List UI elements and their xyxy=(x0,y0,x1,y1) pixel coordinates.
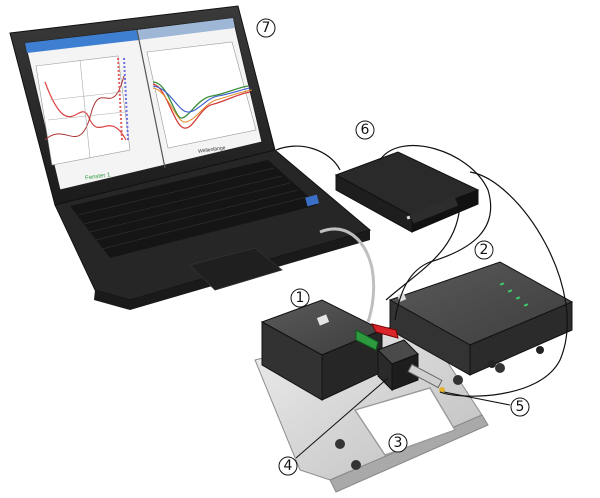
right-window-titlebar xyxy=(137,18,235,40)
callout-7-label: 7 xyxy=(262,20,271,36)
cables xyxy=(275,145,568,397)
fiber-connector xyxy=(407,363,445,393)
left-plot: Fenster 1 xyxy=(35,55,131,182)
cable-box-to-spectrometer xyxy=(439,171,568,397)
callout-4-label: 4 xyxy=(284,458,293,474)
keyboard-keys xyxy=(77,167,307,250)
plate-knob xyxy=(453,375,463,385)
callout-5: 5 xyxy=(443,391,530,417)
plate-knob xyxy=(335,439,345,449)
control-box-label xyxy=(409,196,459,224)
laptop-touchpad xyxy=(189,247,283,291)
plate-knob xyxy=(351,460,361,470)
holder-logo xyxy=(316,314,330,326)
callout-6-label: 6 xyxy=(361,122,370,138)
red-clip xyxy=(371,323,399,339)
right-plot: Wellenlänge xyxy=(146,41,257,155)
callout-2: 2 xyxy=(474,240,494,260)
callout-3-label: 3 xyxy=(394,435,403,451)
callout-1: 1 xyxy=(290,288,310,308)
sample-cell-holder xyxy=(260,299,384,401)
plate-cutout xyxy=(353,387,457,456)
left-legend xyxy=(117,57,129,141)
callout-7: 7 xyxy=(256,18,276,38)
cable-box-to-holder-2 xyxy=(385,199,461,301)
callout-4: 4 xyxy=(278,377,389,476)
plate-knob xyxy=(495,363,505,373)
laptop-sticker xyxy=(305,194,320,207)
callout-1-label: 1 xyxy=(296,290,305,306)
callout-3: 3 xyxy=(388,433,408,453)
left-window-titlebar xyxy=(25,30,139,53)
cuvette-slot xyxy=(355,323,419,392)
device-foot xyxy=(536,346,544,354)
green-clip xyxy=(355,329,379,351)
left-plot-title: Fenster 1 xyxy=(85,172,112,182)
callout-5-label: 5 xyxy=(516,399,525,415)
laptop: Fenster 1 Wellenlänge xyxy=(9,5,372,310)
laptop-keyboard xyxy=(70,160,318,258)
device-foot xyxy=(488,360,496,368)
laptop-base-front xyxy=(94,230,370,310)
screen-divider xyxy=(136,29,166,169)
right-plot-xlabel: Wellenlänge xyxy=(198,145,226,155)
callout-2-label: 2 xyxy=(480,242,489,258)
callout-6: 6 xyxy=(355,120,375,140)
control-box xyxy=(334,151,480,233)
cable-box-to-holder xyxy=(379,145,492,321)
usb-cable xyxy=(319,227,376,323)
status-leds xyxy=(499,282,529,307)
spectrometer-unit xyxy=(388,261,574,376)
cable-laptop-to-box xyxy=(275,145,341,171)
